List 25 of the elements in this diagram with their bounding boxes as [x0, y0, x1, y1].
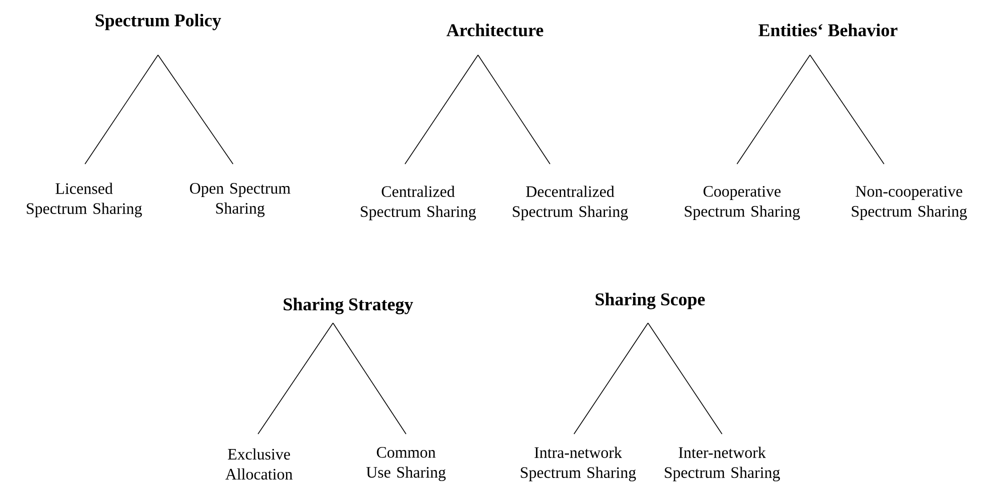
leaf-label: Open Spectrum Sharing — [190, 182, 290, 218]
leaf-label: Common Use Sharing — [366, 446, 446, 482]
leaf-label: Licensed Spectrum Sharing — [26, 182, 142, 218]
branch-line — [332, 322, 406, 434]
category-title: Architecture — [446, 24, 544, 36]
leaf-label: Centralized Spectrum Sharing — [360, 186, 476, 220]
leaf-label: Inter-network Spectrum Sharing — [664, 446, 780, 482]
category-title: Spectrum Policy — [96, 14, 222, 30]
leaf-label: Cooperative Spectrum Sharing — [684, 186, 800, 220]
category-title: Sharing Scope — [596, 292, 705, 310]
category-title: Sharing Strategy — [284, 298, 414, 314]
leaf-label: Non-cooperative Spectrum Sharing — [852, 186, 967, 220]
branch-line — [648, 322, 722, 434]
branch-line — [258, 322, 334, 434]
branch-line — [478, 54, 550, 164]
branch-line — [84, 54, 158, 164]
branch-line — [574, 322, 648, 434]
branch-line — [158, 54, 234, 164]
category-title: Entities‘ Behavior — [758, 24, 898, 36]
leaf-label: Exclusive Allocation — [225, 448, 293, 480]
branch-line — [404, 54, 478, 164]
branch-line — [810, 54, 884, 164]
leaf-label: Decentralized Spectrum Sharing — [512, 186, 628, 220]
branch-line — [736, 54, 810, 164]
leaf-label: Intra-network Spectrum Sharing — [520, 446, 636, 482]
